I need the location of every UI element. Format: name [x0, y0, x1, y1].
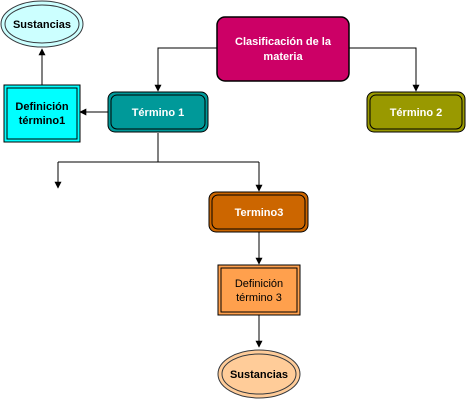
node-termino2-inner — [369, 94, 463, 130]
node-definicion1-label-line2: término1 — [19, 115, 65, 127]
node-sustancias-top-label: Sustancias — [13, 19, 71, 31]
node-clasificacion-label-line1: Clasificación de la — [235, 36, 332, 48]
node-sustancias-top-shape — [0, 0, 84, 48]
node-sustancias-top-inner — [4, 4, 80, 44]
node-termino1-shape — [107, 91, 209, 133]
node-definicion3-label-line2: término 3 — [236, 292, 282, 304]
node-definicion3[interactable]: Definición término 3 — [217, 264, 301, 316]
node-clasificacion-label-line2: materia — [263, 51, 303, 63]
node-clasificacion[interactable]: Clasificación de la materia — [216, 16, 350, 82]
node-sustancias-bottom-inner — [221, 353, 297, 395]
edge-termino1-branch — [58, 133, 259, 163]
node-sustancias-bottom[interactable]: Sustancias — [217, 349, 301, 399]
node-definicion1-inner — [6, 87, 78, 140]
node-termino2[interactable]: Término 2 — [366, 91, 466, 133]
edge-clasificacion-to-termino1 — [154, 47, 217, 92]
node-termino3-shape — [208, 191, 309, 233]
node-termino2-shape — [366, 91, 466, 133]
node-termino3-label: Termino3 — [235, 207, 284, 219]
edge-clasificacion-to-termino2 — [349, 47, 420, 92]
node-definicion3-inner — [220, 267, 298, 313]
node-termino1-inner — [110, 94, 206, 130]
node-sustancias-bottom-shape — [217, 349, 301, 399]
node-definicion1[interactable]: Definición término1 — [3, 84, 81, 143]
node-definicion3-shape — [217, 264, 301, 316]
node-sustancias-top[interactable]: Sustancias — [0, 0, 84, 48]
node-sustancias-bottom-label: Sustancias — [230, 369, 288, 381]
connectors — [38, 47, 420, 348]
node-termino3-inner — [211, 194, 306, 230]
node-definicion3-label-line1: Definición — [235, 278, 283, 290]
node-termino3[interactable]: Termino3 — [208, 191, 309, 233]
node-termino1[interactable]: Término 1 — [107, 91, 209, 133]
node-clasificacion-shape — [216, 16, 350, 82]
node-termino2-label: Término 2 — [390, 107, 443, 119]
node-termino1-label: Término 1 — [132, 107, 185, 119]
node-definicion1-shape — [3, 84, 81, 143]
node-definicion1-label-line1: Definición — [15, 101, 68, 113]
